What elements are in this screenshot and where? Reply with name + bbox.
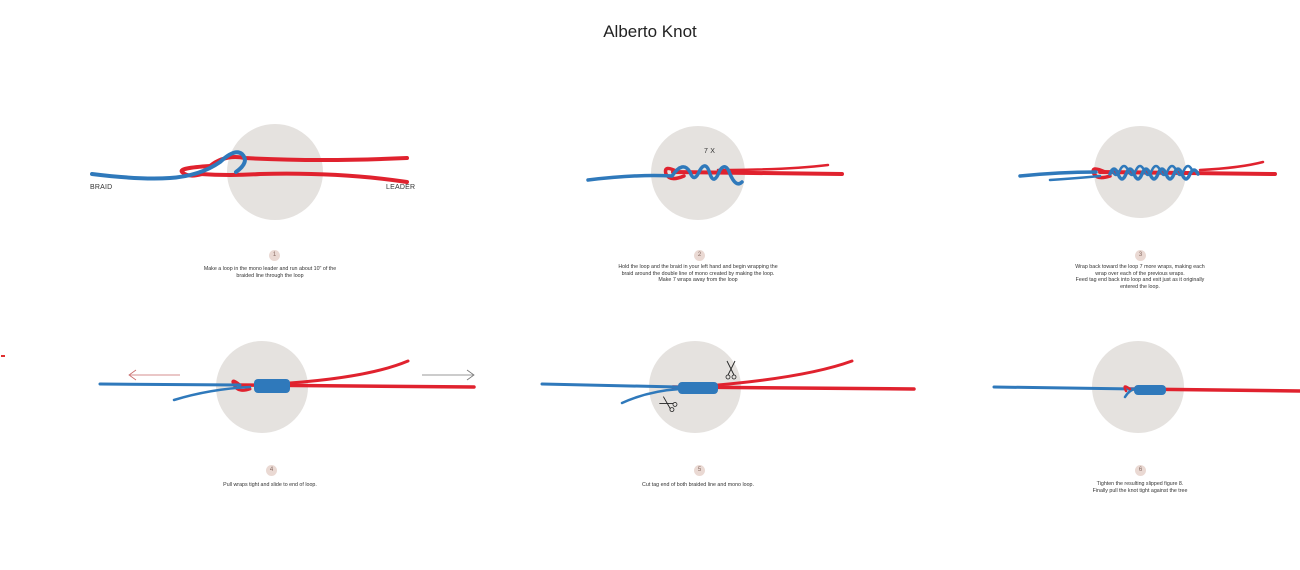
wrap-count-label: 7 X xyxy=(704,148,716,155)
caption-line: Wrap back toward the loop 7 more wraps, … xyxy=(1075,264,1205,270)
mono-line xyxy=(198,171,409,184)
caption-line: wrap over each of the previous wraps. xyxy=(1095,270,1185,277)
mono-loop xyxy=(1123,385,1132,393)
step-3-illustration xyxy=(1018,126,1277,218)
braid-wrap-block xyxy=(1134,385,1166,395)
mono-line xyxy=(1198,160,1265,172)
page-title: Alberto Knot xyxy=(603,22,697,41)
arrow-left-icon xyxy=(128,369,180,381)
caption-line: entered the loop. xyxy=(1120,283,1160,290)
caption-line: Feed tag end back into loop and exit jus… xyxy=(1075,277,1205,284)
caption-line: braid around the double line of mono cre… xyxy=(621,270,775,277)
leader-label: LEADER xyxy=(386,184,416,191)
braid-wrap-block xyxy=(678,382,718,394)
step-6-illustration xyxy=(992,341,1300,433)
scissors-icon xyxy=(725,360,737,380)
braid-wraps xyxy=(1110,164,1194,177)
caption-line: Tighten the resulting slipped figure 8. xyxy=(1096,481,1184,487)
caption-line: braided line through the loop xyxy=(236,272,304,279)
caption-line: Hold the loop and the braid in your left… xyxy=(618,264,778,270)
step-caption: Tighten the resulting slipped figure 8. … xyxy=(990,481,1290,494)
step-number-badge: 1 xyxy=(269,250,280,261)
step-4-panel: 4 Pull wraps tight and slide to end of l… xyxy=(60,325,480,570)
scissors-icon xyxy=(659,396,678,412)
mono-line xyxy=(288,359,410,385)
caption-line: Make a loop in the mono leader and run a… xyxy=(203,266,337,272)
braid-line xyxy=(992,385,1137,391)
step-3-panel: 3 Wrap back toward the loop 7 more wraps… xyxy=(930,110,1300,355)
step-caption: Wrap back toward the loop 7 more wraps, … xyxy=(990,264,1290,290)
braid-line xyxy=(90,150,247,181)
arrow-right-icon xyxy=(422,369,475,381)
braid-line xyxy=(98,382,242,387)
step-number-badge: 6 xyxy=(1135,465,1146,476)
mono-line xyxy=(716,359,854,387)
mono-line xyxy=(716,163,830,172)
step-caption: Make a loop in the mono leader and run a… xyxy=(120,266,420,279)
step-1-illustration xyxy=(90,124,409,220)
step-2-illustration xyxy=(586,126,844,220)
step-caption: Cut tag end of both braided line and mon… xyxy=(548,482,848,489)
step-6-panel: 6 Tighten the resulting slipped figure 8… xyxy=(930,325,1300,570)
braid-line xyxy=(172,385,252,402)
braid-line xyxy=(586,164,744,186)
caption-line: Cut tag end of both braided line and mon… xyxy=(642,482,754,488)
braid-label: BRAID xyxy=(90,184,113,191)
braid-line xyxy=(1048,174,1102,182)
step-2-panel: 7 X 2 Hold the loop and the braid in you… xyxy=(488,110,908,355)
braid-line xyxy=(620,387,682,405)
step-4-illustration xyxy=(98,341,476,433)
braid-wrap-block xyxy=(254,379,290,393)
step-5-illustration xyxy=(540,341,916,433)
caption-line: Make 7 wraps away from the loop xyxy=(658,277,738,284)
mono-loop xyxy=(1091,167,1112,180)
stray-mark xyxy=(1,355,5,357)
step-1-panel: BRAID LEADER 1 Make a loop in the mono l… xyxy=(60,110,480,355)
caption-line: Finally pull the knot tight against the … xyxy=(1092,487,1188,494)
step-number-badge: 2 xyxy=(694,250,705,261)
step-5-panel: 5 Cut tag end of both braided line and m… xyxy=(488,325,916,570)
caption-line: Pull wraps tight and slide to end of loo… xyxy=(223,482,317,488)
step-caption: Pull wraps tight and slide to end of loo… xyxy=(120,482,420,489)
step-number-badge: 4 xyxy=(266,465,277,476)
step-number-badge: 3 xyxy=(1135,250,1146,261)
mono-line xyxy=(671,170,844,176)
step-number-badge: 5 xyxy=(694,465,705,476)
braid-line xyxy=(540,382,680,389)
step-caption: Hold the loop and the braid in your left… xyxy=(548,264,848,284)
braid-wraps xyxy=(1108,167,1200,181)
braid-line xyxy=(1018,170,1098,178)
